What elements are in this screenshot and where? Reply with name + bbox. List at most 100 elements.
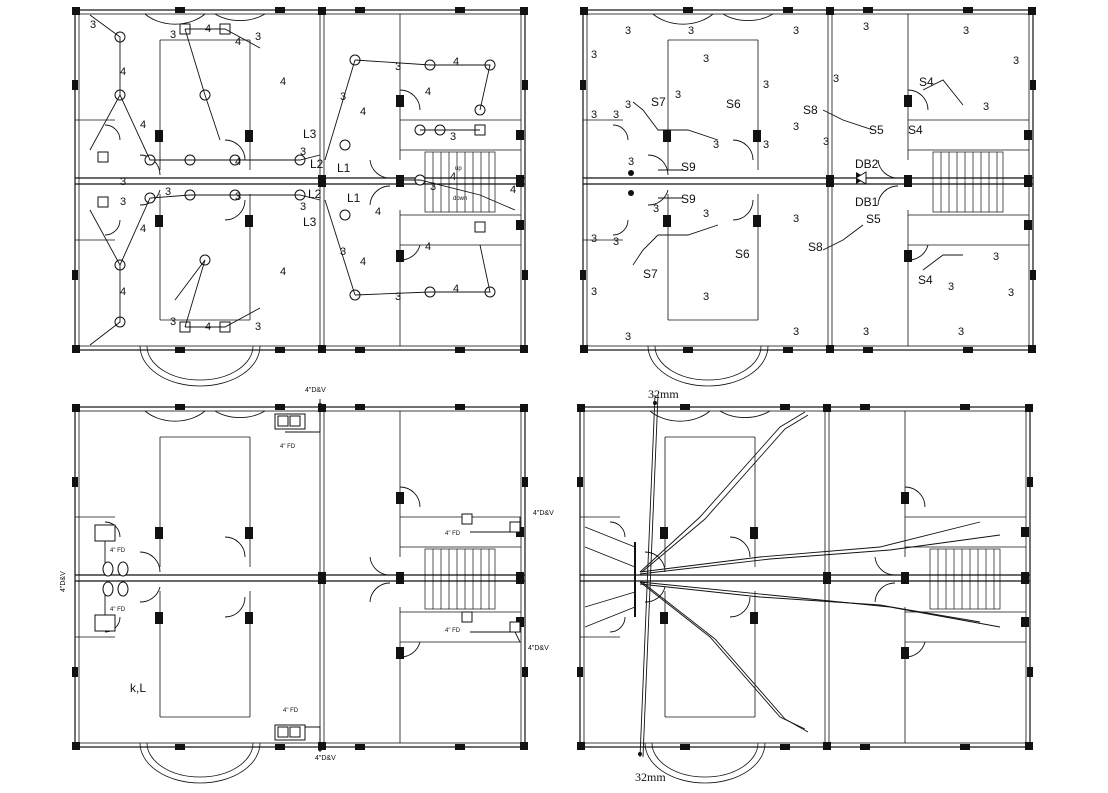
svg-text:4: 4 xyxy=(120,66,126,78)
socket-labels: S7 S7 S6 S6 S8 S8 S9 S9 S5 S5 S4 S4 S4 D… xyxy=(643,75,934,287)
svg-text:S4: S4 xyxy=(919,75,934,89)
svg-text:3: 3 xyxy=(255,31,261,43)
svg-text:3: 3 xyxy=(763,139,769,151)
power-socket-layout-plan: S7 S7 S6 S6 S8 S8 S9 S9 S5 S5 S4 S4 S4 D… xyxy=(579,6,1037,387)
svg-text:4" FD: 4" FD xyxy=(445,628,461,634)
svg-text:3: 3 xyxy=(863,326,869,338)
svg-text:S9: S9 xyxy=(681,192,696,206)
conduit-runs xyxy=(584,394,1001,758)
plumbing-fixtures xyxy=(94,413,521,741)
conduit-size-top-label: 32mm xyxy=(648,387,679,401)
svg-text:L3: L3 xyxy=(303,127,317,141)
svg-text:4: 4 xyxy=(510,184,516,196)
svg-text:4: 4 xyxy=(360,256,366,268)
svg-text:4" FD: 4" FD xyxy=(280,444,296,450)
svg-text:4: 4 xyxy=(120,286,126,298)
svg-text:3: 3 xyxy=(165,186,171,198)
svg-text:S6: S6 xyxy=(735,247,750,261)
svg-text:3: 3 xyxy=(958,326,964,338)
svg-text:3: 3 xyxy=(703,53,709,65)
svg-text:4"D&V: 4"D&V xyxy=(315,755,336,762)
svg-text:4: 4 xyxy=(205,23,211,35)
svg-text:3: 3 xyxy=(628,156,634,168)
svg-text:4" FD: 4" FD xyxy=(110,607,126,613)
svg-text:S8: S8 xyxy=(808,240,823,254)
svg-text:S4: S4 xyxy=(908,123,923,137)
svg-text:3: 3 xyxy=(90,19,96,31)
svg-text:3: 3 xyxy=(235,191,241,203)
plumbing-layout-plan: 4"D&V 4"D&V 4"D&V 4"D&V 4"D&V 4" FD 4" F… xyxy=(60,387,554,784)
svg-text:4: 4 xyxy=(425,86,431,98)
svg-text:3: 3 xyxy=(255,321,261,333)
svg-text:4" FD: 4" FD xyxy=(283,708,299,714)
stair-up-label: up xyxy=(455,166,462,172)
svg-text:4"D&V: 4"D&V xyxy=(528,645,549,652)
svg-text:3: 3 xyxy=(613,236,619,248)
lighting-circuits xyxy=(89,14,516,346)
svg-text:3: 3 xyxy=(1008,287,1014,299)
svg-text:3: 3 xyxy=(591,109,597,121)
svg-text:3: 3 xyxy=(625,331,631,343)
svg-text:4: 4 xyxy=(280,76,286,88)
svg-text:3: 3 xyxy=(625,99,631,111)
svg-text:3: 3 xyxy=(170,316,176,328)
svg-text:DB1: DB1 xyxy=(855,195,879,209)
svg-text:3: 3 xyxy=(591,286,597,298)
svg-text:3: 3 xyxy=(863,21,869,33)
svg-text:4" FD: 4" FD xyxy=(445,531,461,537)
svg-text:3: 3 xyxy=(450,131,456,143)
svg-text:3: 3 xyxy=(763,79,769,91)
svg-text:4: 4 xyxy=(453,283,459,295)
svg-text:L2: L2 xyxy=(308,187,322,201)
svg-text:4: 4 xyxy=(140,119,146,131)
svg-text:3: 3 xyxy=(983,101,989,113)
svg-text:3: 3 xyxy=(170,29,176,41)
svg-text:3: 3 xyxy=(703,208,709,220)
socket-circuits xyxy=(628,79,964,271)
svg-text:4: 4 xyxy=(450,171,456,183)
svg-text:3: 3 xyxy=(653,203,659,215)
svg-text:3: 3 xyxy=(963,25,969,37)
svg-text:3: 3 xyxy=(300,146,306,158)
svg-text:4: 4 xyxy=(425,241,431,253)
svg-text:4: 4 xyxy=(360,106,366,118)
svg-text:L3: L3 xyxy=(303,215,317,229)
svg-text:3: 3 xyxy=(993,251,999,263)
svg-text:S9: S9 xyxy=(681,160,696,174)
conduit-size-bottom-label: 32mm xyxy=(635,770,666,784)
svg-text:3: 3 xyxy=(1013,55,1019,67)
svg-text:3: 3 xyxy=(395,61,401,73)
svg-text:3: 3 xyxy=(613,109,619,121)
svg-text:3: 3 xyxy=(703,291,709,303)
db-box xyxy=(855,171,867,185)
svg-text:3: 3 xyxy=(625,25,631,37)
svg-text:L1: L1 xyxy=(337,161,351,175)
svg-text:4" FD: 4" FD xyxy=(110,548,126,554)
svg-text:S5: S5 xyxy=(866,212,881,226)
svg-text:3: 3 xyxy=(300,201,306,213)
light-switch-labels: L1 L1 L2 L2 L3 L3 xyxy=(303,127,361,229)
svg-text:L2: L2 xyxy=(310,157,324,171)
svg-text:3: 3 xyxy=(340,246,346,258)
svg-text:3: 3 xyxy=(120,176,126,188)
svg-text:3: 3 xyxy=(688,25,694,37)
svg-text:3: 3 xyxy=(340,91,346,103)
svg-text:3: 3 xyxy=(793,326,799,338)
stair-down-label: down xyxy=(453,196,467,202)
svg-text:3: 3 xyxy=(675,89,681,101)
svg-text:S4: S4 xyxy=(918,273,933,287)
svg-text:4"D&V: 4"D&V xyxy=(305,387,326,394)
svg-text:DB2: DB2 xyxy=(855,157,879,171)
svg-text:3: 3 xyxy=(120,196,126,208)
svg-text:3: 3 xyxy=(430,181,436,193)
svg-text:4: 4 xyxy=(375,206,381,218)
svg-text:3: 3 xyxy=(591,49,597,61)
svg-text:3: 3 xyxy=(833,73,839,85)
svg-text:S7: S7 xyxy=(643,267,658,281)
svg-text:S6: S6 xyxy=(726,97,741,111)
svg-text:S5: S5 xyxy=(869,123,884,137)
